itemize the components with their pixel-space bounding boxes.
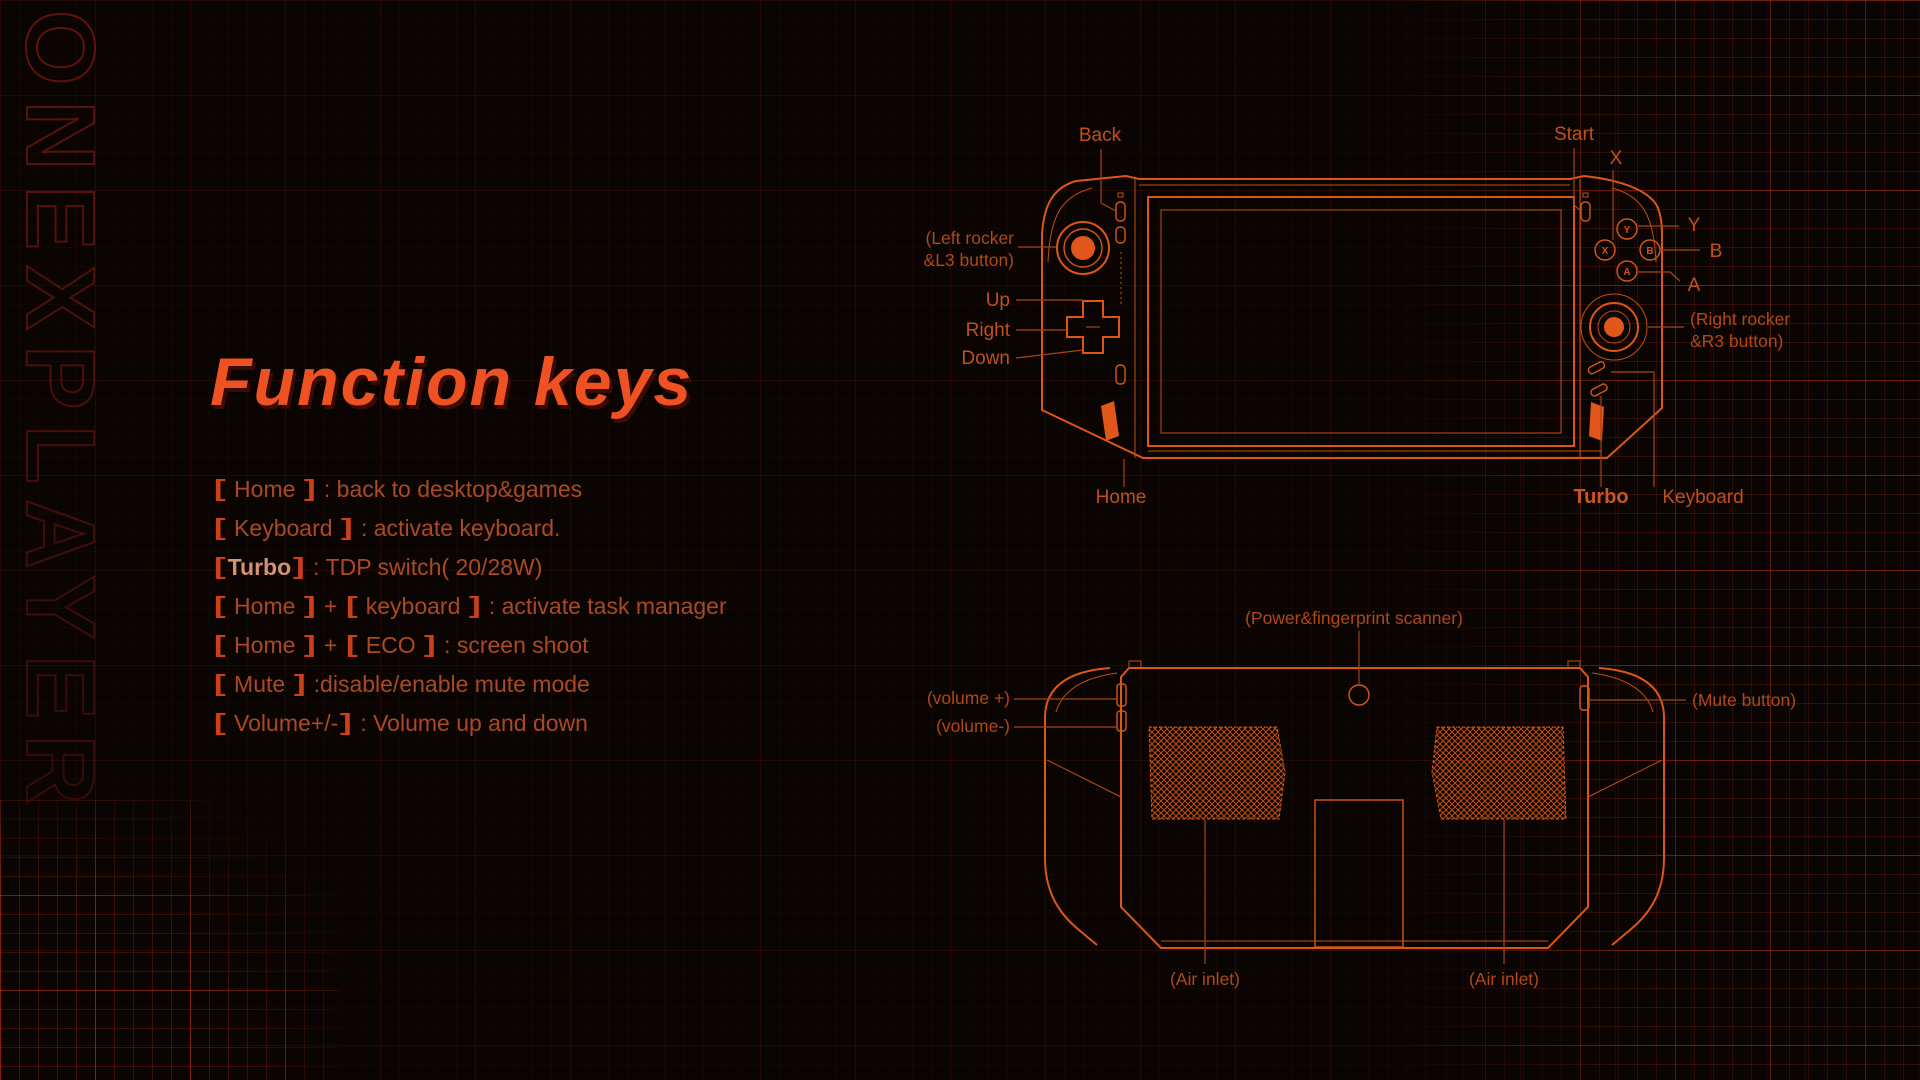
right-speaker-vent — [1589, 402, 1604, 441]
abxy-buttons: Y X B A — [1594, 218, 1661, 282]
label-y: Y — [1688, 215, 1701, 236]
label-mute: (Mute button) — [1692, 690, 1796, 710]
label-air-inlet-left: (Air inlet) — [1170, 969, 1240, 989]
power-fingerprint-button — [1348, 684, 1370, 706]
label-back: Back — [1079, 125, 1122, 146]
front-screen-bezel — [1147, 196, 1575, 447]
label-right: Right — [966, 320, 1011, 341]
function-key-item: [ Home ] : back to desktop&games — [213, 475, 583, 502]
label-home: Home — [1096, 487, 1147, 508]
label-down: Down — [961, 348, 1010, 369]
label-start: Start — [1554, 124, 1595, 145]
front-screen — [1160, 209, 1562, 434]
back-right-grip — [1598, 667, 1665, 946]
back-body-outline — [1120, 667, 1589, 949]
page-title: Function keys — [210, 344, 694, 420]
left-speaker-vent — [1101, 401, 1119, 441]
air-inlet-left — [1148, 726, 1286, 820]
front-leader-lines — [1015, 148, 1700, 487]
y-button-letter: Y — [1624, 225, 1631, 236]
mute-button — [1579, 685, 1590, 711]
label-x: X — [1610, 148, 1623, 169]
volume-down-button — [1116, 710, 1127, 732]
dpad — [1066, 300, 1120, 354]
brand-vertical-logo: ONEXPLAYER — [5, 9, 116, 820]
function-key-item: [ Home ] + [ keyboard ] : activate task … — [213, 592, 727, 619]
turbo-button — [1587, 361, 1606, 375]
left-joystick — [1056, 221, 1110, 275]
front-body-outline — [1041, 174, 1663, 459]
label-right-rocker-1: (Right rocker — [1690, 309, 1790, 329]
function-key-list: [ Home ] : back to desktop&games [ Keyboa… — [212, 470, 727, 743]
label-power-fingerprint: (Power&fingerprint scanner) — [1245, 608, 1463, 628]
volume-up-button — [1116, 683, 1127, 707]
start-button — [1580, 201, 1591, 222]
label-volume-up: (volume +) — [927, 688, 1010, 708]
x-button-letter: X — [1602, 246, 1609, 257]
b-button-letter: B — [1646, 246, 1653, 257]
function-key-item: [Turbo] : TDP switch( 20/28W) — [213, 553, 543, 580]
back-leader-lines — [1014, 631, 1686, 964]
function-key-item: [ Home ] + [ ECO ] : screen shoot — [213, 631, 589, 658]
function-key-item: [ Volume+/-] : Volume up and down — [213, 709, 588, 736]
right-joystick — [1580, 293, 1648, 361]
function-key-item: [ Mute ] :disable/enable mute mode — [213, 670, 590, 697]
a-button-letter: A — [1623, 267, 1630, 278]
device-diagrams: Y X B A — [860, 80, 1920, 1040]
keyboard-button — [1590, 383, 1608, 397]
label-air-inlet-right: (Air inlet) — [1469, 969, 1539, 989]
air-inlet-right — [1431, 726, 1567, 820]
back-view-diagram: (Power&fingerprint scanner) (volume +) (… — [927, 608, 1796, 989]
home-button — [1115, 364, 1126, 385]
function-key-item: [ Keyboard ] : activate keyboard. — [213, 514, 561, 541]
front-view-diagram: Y X B A — [924, 124, 1791, 508]
center-panel — [1314, 799, 1404, 948]
label-b: B — [1710, 241, 1723, 262]
label-keyboard: Keyboard — [1662, 487, 1743, 508]
back-button — [1115, 201, 1126, 222]
label-left-rocker-2: &L3 button) — [924, 250, 1014, 270]
label-turbo: Turbo — [1573, 486, 1628, 508]
label-right-rocker-2: &R3 button) — [1690, 331, 1783, 351]
label-up: Up — [986, 290, 1010, 311]
label-a: A — [1688, 275, 1701, 296]
label-left-rocker-1: (Left rocker — [926, 228, 1015, 248]
label-volume-down: (volume-) — [936, 716, 1010, 736]
back-left-grip — [1044, 667, 1111, 946]
